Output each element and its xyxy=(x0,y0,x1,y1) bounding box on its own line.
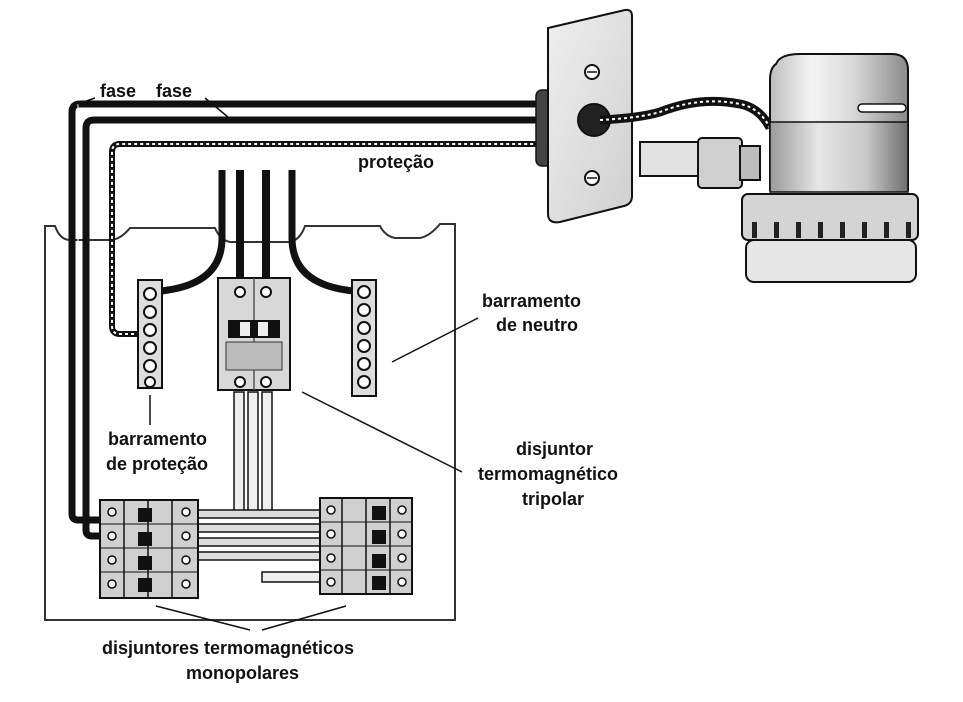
pump-pipe xyxy=(639,137,761,189)
leader-lines xyxy=(77,97,479,631)
label-fase-2: fase xyxy=(156,81,192,101)
label-tripolar-1: disjuntor xyxy=(516,439,593,459)
incoming-cables xyxy=(155,170,361,296)
label-barramento-neutro-1: barramento xyxy=(482,291,581,311)
monopolar-breakers-left xyxy=(99,499,199,599)
tripolar-breaker xyxy=(217,277,291,391)
label-protecao: proteção xyxy=(358,152,434,172)
water-pump xyxy=(741,53,919,283)
label-barramento-protecao-1: barramento xyxy=(108,429,207,449)
monopolar-breakers-right xyxy=(319,497,413,595)
labels: fase fase proteção barramento de neutro … xyxy=(100,81,618,683)
label-fase-1: fase xyxy=(100,81,136,101)
label-tripolar-3: tripolar xyxy=(522,489,584,509)
neutral-busbar xyxy=(351,279,377,397)
label-monopolares-2: monopolares xyxy=(186,663,299,683)
phase-wires xyxy=(68,100,545,540)
protection-busbar xyxy=(137,279,163,389)
label-monopolares-1: disjuntores termomagnéticos xyxy=(102,638,354,658)
label-barramento-protecao-2: de proteção xyxy=(106,454,208,474)
protection-wire xyxy=(109,141,545,337)
label-barramento-neutro-2: de neutro xyxy=(496,315,578,335)
label-tripolar-2: termomagnético xyxy=(478,464,618,484)
pump-cable xyxy=(599,96,775,131)
